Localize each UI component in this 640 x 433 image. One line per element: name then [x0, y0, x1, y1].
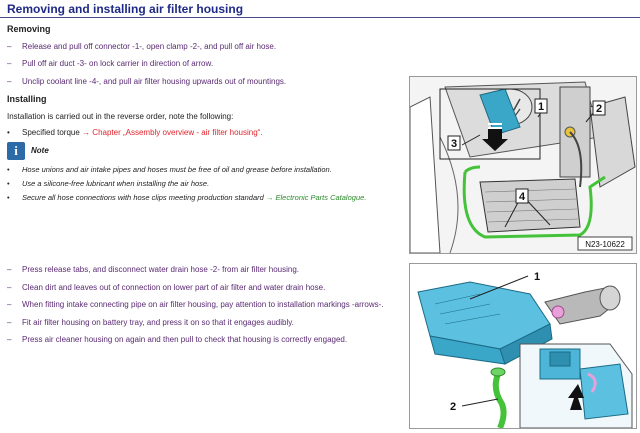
air-filter-figure: 1 2	[409, 263, 637, 430]
fig2-callout-1: 1	[534, 271, 540, 283]
air-filter-illustration: 1 2	[410, 264, 636, 430]
info-icon: i	[7, 142, 25, 160]
installing-intro: Installation is carried out in the rever…	[7, 112, 234, 121]
removing-step-1: –Release and pull off connector -1-, ope…	[7, 42, 277, 51]
note-item-2: •Use a silicone-free lubricant when inst…	[7, 179, 210, 188]
fig1-code: N23-10622	[585, 240, 625, 249]
step2-5: –Press air cleaner housing on again and …	[7, 335, 348, 344]
removing-step-3: –Unclip coolant line -4-, and pull air f…	[7, 77, 287, 86]
title-rule	[0, 17, 640, 18]
parts-catalogue-link[interactable]: → Electronic Parts Catalogue.	[265, 193, 367, 202]
note-item-3: •Secure all hose connections with hose c…	[7, 193, 367, 202]
step2-3: –When fitting intake connecting pipe on …	[7, 300, 384, 309]
fig1-callout-2: 2	[596, 103, 602, 115]
step2-1: –Press release tabs, and disconnect wate…	[7, 265, 300, 274]
fig1-callout-1: 1	[538, 101, 544, 113]
note-label: Note	[31, 146, 49, 155]
engine-bay-illustration: 1 2 3 4 N23-10622	[409, 77, 636, 254]
installing-heading: Installing	[7, 94, 47, 104]
torque-text: Specified torque	[22, 128, 80, 137]
removing-heading: Removing	[7, 24, 51, 34]
step2-2: –Clean dirt and leaves out of connection…	[7, 283, 326, 292]
fig1-callout-4: 4	[519, 191, 526, 203]
engine-bay-figure: 1 2 3 4 N23-10622	[409, 76, 637, 254]
page-title: Removing and installing air filter housi…	[7, 2, 244, 16]
step2-4: –Fit air filter housing on battery tray,…	[7, 318, 294, 327]
assembly-overview-link[interactable]: → Chapter „Assembly overview - air filte…	[82, 128, 263, 137]
fig1-callout-3: 3	[451, 138, 457, 150]
note-item-1: •Hose unions and air intake pipes and ho…	[7, 165, 332, 174]
fig2-callout-2: 2	[450, 401, 456, 413]
torque-bullet: •Specified torque → Chapter „Assembly ov…	[7, 128, 263, 137]
removing-step-2: –Pull off air duct -3- on lock carrier i…	[7, 59, 214, 68]
